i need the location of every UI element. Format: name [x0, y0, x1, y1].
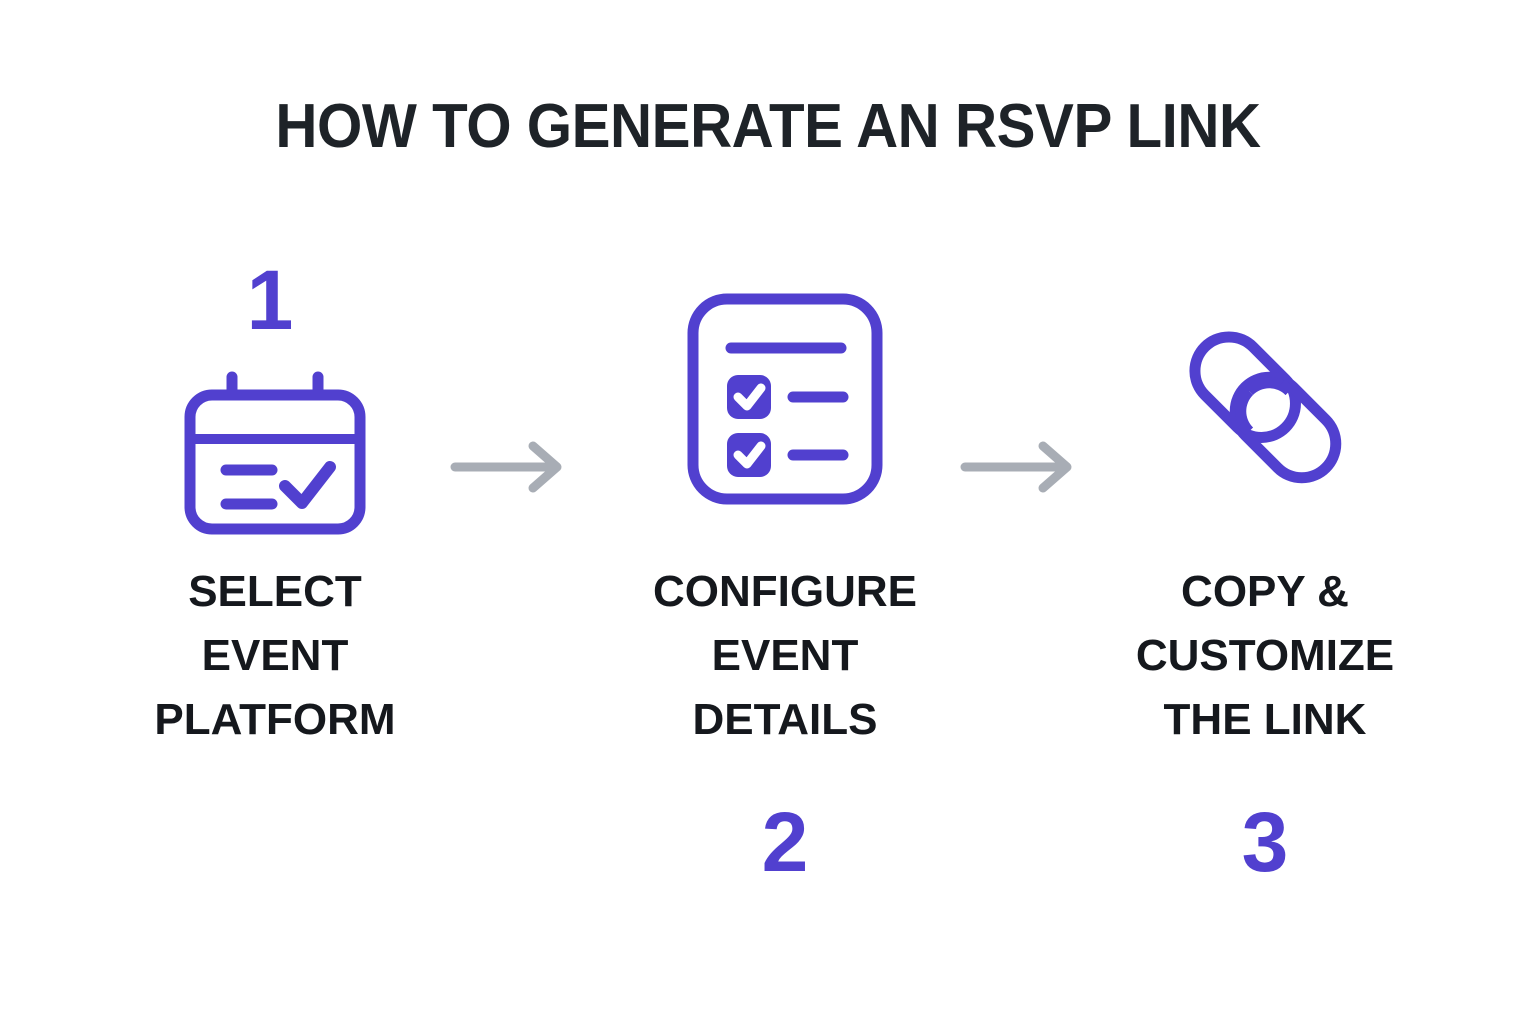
step-3-number-text: 3: [1241, 795, 1289, 889]
step-2-label-line-1: CONFIGURE: [653, 567, 917, 616]
step-2-icon-slot: [605, 271, 965, 531]
step-2-label-line-3: DETAILS: [692, 694, 878, 744]
step-2-label: CONFIGURE EVENT DETAILS: [605, 560, 965, 751]
step-3: COPY & CUSTOMIZE THE LINK 3: [1085, 255, 1445, 955]
step-3-label-line-1: COPY &: [1181, 567, 1349, 616]
step-3-label: COPY & CUSTOMIZE THE LINK: [1085, 560, 1445, 751]
arrow-right-icon: [445, 441, 575, 506]
step-1: 1 SELECT: [95, 255, 455, 955]
checklist-icon: [685, 291, 885, 512]
step-3-label-line-2: CUSTOMIZE: [1135, 630, 1395, 680]
chain-link-icon: [1165, 300, 1365, 520]
step-3-icon-slot: [1085, 285, 1445, 535]
step-1-label-line-2: EVENT: [201, 630, 349, 680]
step-1-number: 1: [95, 255, 455, 345]
step-2-label-line-2: EVENT: [711, 630, 859, 680]
step-1-icon-slot: [95, 365, 455, 545]
step-2: CONFIGURE EVENT DETAILS 2: [605, 255, 965, 955]
step-3-number: 3: [1085, 800, 1445, 884]
step-2-number: 2: [605, 800, 965, 884]
step-3-label-line-3: THE LINK: [1163, 694, 1367, 744]
step-1-number-text: 1: [246, 253, 294, 347]
calendar-check-icon: [180, 369, 370, 542]
step-1-label: SELECT EVENT PLATFORM: [95, 560, 455, 751]
step-2-number-text: 2: [761, 795, 809, 889]
page-title: HOW TO GENERATE AN RSVP LINK: [275, 92, 1261, 161]
step-1-label-line-3: PLATFORM: [154, 694, 396, 744]
step-1-label-line-1: SELECT: [188, 567, 362, 616]
connector-arrow-1: [445, 432, 575, 502]
connector-arrow-2: [955, 432, 1085, 502]
steps-container: 1 SELECT: [0, 255, 1536, 955]
arrow-right-icon: [955, 441, 1085, 506]
